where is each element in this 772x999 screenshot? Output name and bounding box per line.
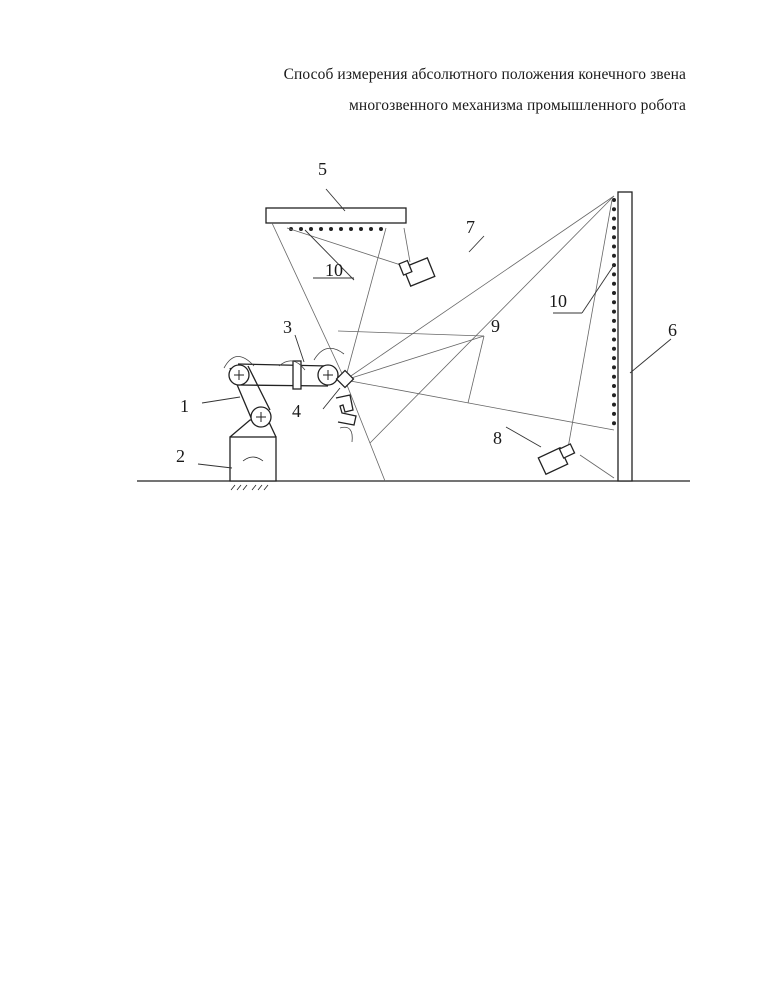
robot-base [230, 420, 276, 490]
camera-8 [538, 444, 574, 474]
wall-marker-dot [612, 356, 616, 360]
wall-marker-dot [612, 207, 616, 211]
wall-markers [612, 198, 616, 425]
label-6: 6 [668, 320, 677, 340]
leader-lines [198, 189, 671, 468]
rays [272, 196, 614, 481]
wall-marker-dot [612, 319, 616, 323]
wall-marker-dot [612, 254, 616, 258]
wall-marker-dot [612, 310, 616, 314]
wall-marker-dot [612, 375, 616, 379]
wall-marker-dot [612, 412, 616, 416]
wall-marker-dot [612, 403, 616, 407]
wall-marker-dot [612, 198, 616, 202]
label-2: 2 [176, 446, 185, 466]
label-9: 9 [491, 316, 500, 336]
wall-marker-dot [612, 291, 616, 295]
wall-panel [618, 192, 632, 481]
label-8: 8 [493, 428, 502, 448]
label-1: 1 [180, 396, 189, 416]
wall-marker-dot [612, 347, 616, 351]
wall-marker-dot [612, 338, 616, 342]
label-7: 7 [466, 217, 475, 237]
wall-marker-dot [612, 393, 616, 397]
wall-marker-dot [612, 365, 616, 369]
label-4: 4 [292, 401, 301, 421]
wall-marker-dot [612, 226, 616, 230]
wall-marker-dot [612, 300, 616, 304]
ceiling-panel [266, 208, 406, 223]
robot-arm [229, 361, 338, 427]
wall-marker-dot [612, 384, 616, 388]
ceiling-markers [289, 227, 383, 231]
wall-marker-dot [612, 235, 616, 239]
label-10-wall: 10 [549, 291, 567, 311]
rotation-arrows [224, 348, 352, 442]
wall-marker-dot [612, 421, 616, 425]
wall-marker-dot [612, 217, 616, 221]
label-5: 5 [318, 159, 327, 179]
label-10-ceiling: 10 [325, 260, 343, 280]
camera-7 [399, 258, 435, 286]
wall-marker-dot [612, 328, 616, 332]
wall-marker-dot [612, 245, 616, 249]
wall-marker-dot [612, 272, 616, 276]
wall-marker-dot [612, 282, 616, 286]
end-effector [336, 371, 356, 425]
label-3: 3 [283, 317, 292, 337]
